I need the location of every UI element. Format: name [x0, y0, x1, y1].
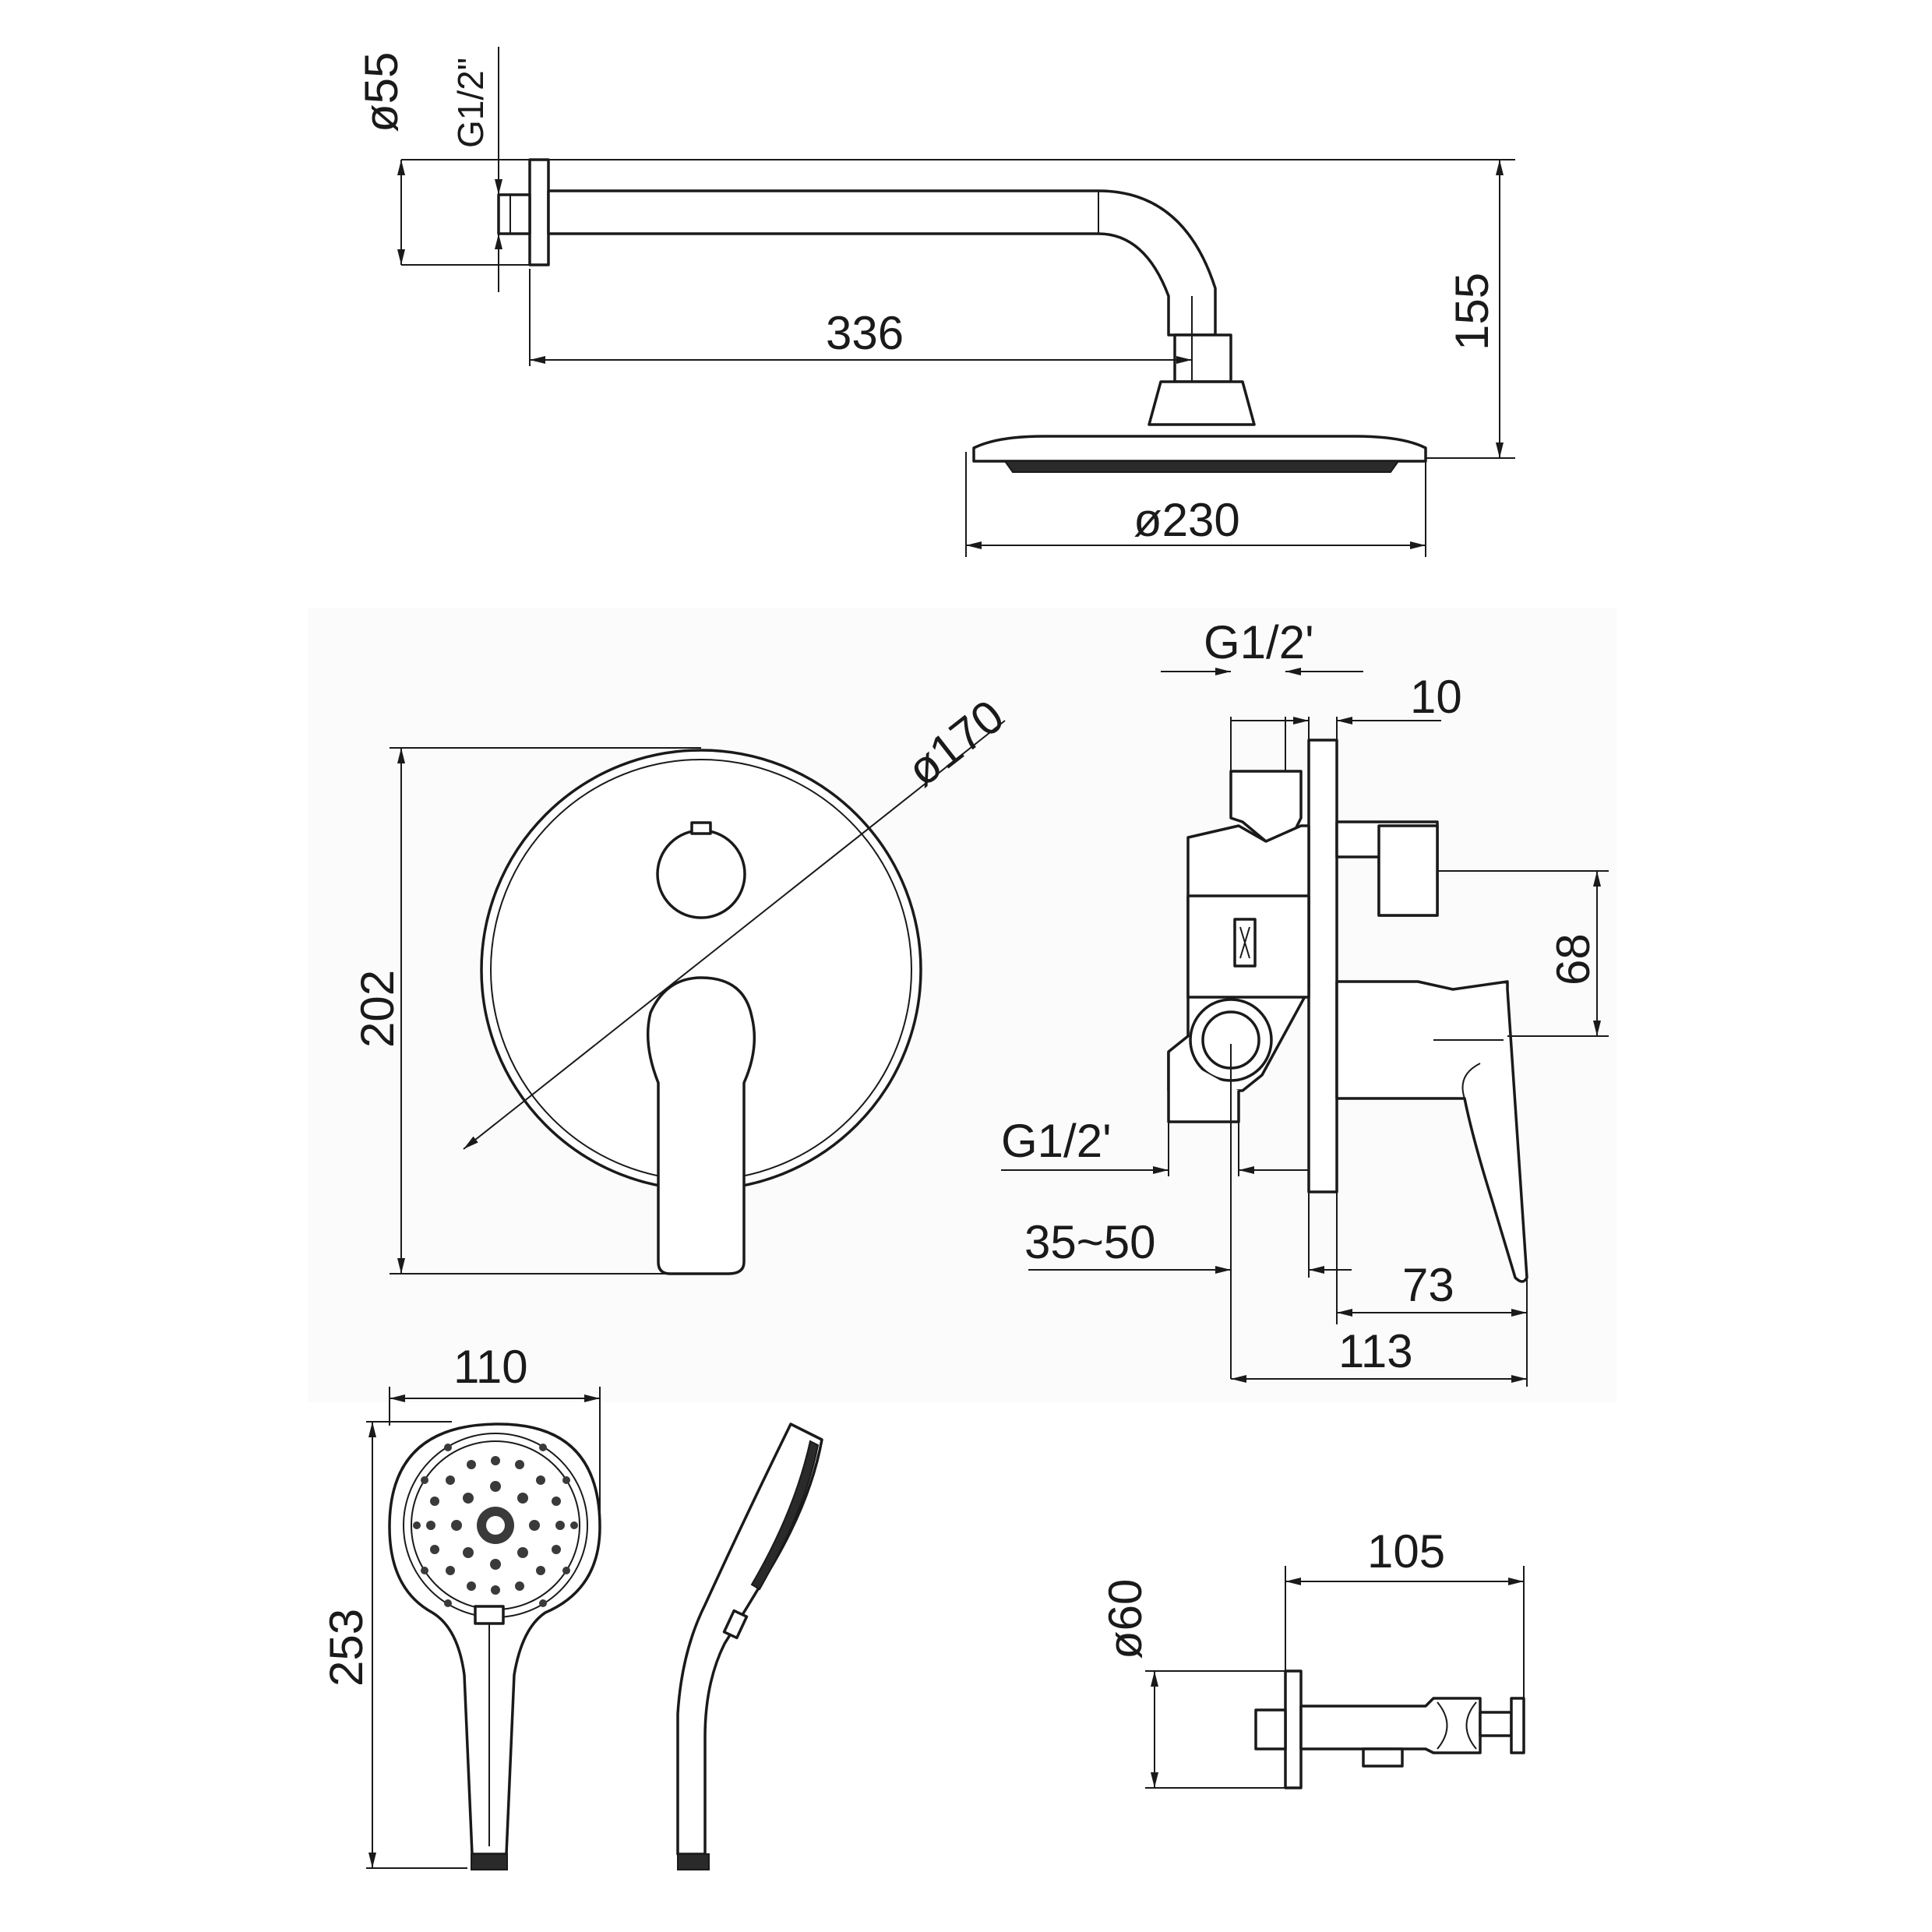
side-spray-selector — [722, 1609, 749, 1640]
bottom-inlet — [1167, 1052, 1240, 1123]
dim-hand-length: 253 — [320, 1609, 372, 1687]
dim-arm-length: 336 — [826, 307, 904, 359]
dim-flange-diameter: ø55 — [355, 52, 407, 132]
diverter-knob — [656, 829, 746, 919]
mixer-front-view: ø170 202 — [351, 689, 1014, 1275]
dim-arm-height: 155 — [1446, 273, 1498, 351]
hand-shower-side-view — [676, 1423, 823, 1870]
dim-hand-width: 110 — [453, 1341, 528, 1393]
arm-connector-nut — [1173, 333, 1232, 383]
dim-lever-offset: 68 — [1547, 933, 1599, 985]
spout-diverter-stem — [1479, 1711, 1513, 1737]
shower-arm — [547, 189, 1217, 337]
hand-side-nozzles — [750, 1440, 820, 1591]
dim-mixer-top-thread: G1/2' — [1204, 616, 1314, 668]
shower-head-nozzles — [1003, 460, 1400, 473]
spout-diverter-knob — [1510, 1697, 1525, 1754]
dim-install-depth: 35~50 — [1024, 1216, 1156, 1268]
hand-hose-nut — [471, 1853, 508, 1870]
shower-head-disc — [972, 435, 1427, 463]
dim-head-diameter: ø230 — [1133, 494, 1240, 546]
hand-spray-nozzles — [413, 1444, 578, 1607]
head-swivel — [1148, 380, 1256, 426]
hand-shower-front-view: 110 253 — [320, 1341, 601, 1870]
dim-spout-diameter: ø60 — [1099, 1579, 1151, 1659]
mixer-wall-plate — [1307, 739, 1338, 1193]
spout-body — [1299, 1697, 1482, 1754]
spout-outlet — [1362, 1747, 1404, 1768]
shower-arm-view: ø55 G1/2" 336 155 ø230 — [355, 47, 1515, 557]
dim-plate-thickness: 10 — [1410, 671, 1462, 723]
spray-selector — [474, 1605, 505, 1625]
spout-wall-flange — [1284, 1669, 1303, 1789]
arm-thread-stub — [497, 193, 531, 235]
diverter-knob-notch — [690, 821, 712, 835]
dim-lever-projection: 73 — [1402, 1259, 1454, 1311]
bath-spout-view: ø60 105 — [1099, 1525, 1525, 1789]
hand-side-hose-nut — [677, 1853, 710, 1870]
dim-mixer-bottom-thread: G1/2' — [1001, 1115, 1112, 1167]
diverter-knob-cap — [1377, 824, 1439, 917]
dim-total-depth: 113 — [1338, 1325, 1413, 1377]
dim-line-plate-diameter — [463, 720, 1006, 1150]
wall-flange — [528, 158, 550, 266]
dim-arm-thread: G1/2" — [450, 58, 491, 148]
mixer-side-view: G1/2' 10 68 G1/2' 35~50 73 113 — [1001, 616, 1609, 1387]
spout-thread-stub — [1254, 1708, 1287, 1750]
mixer-lever-front — [646, 976, 756, 1275]
dim-spout-length: 105 — [1367, 1525, 1445, 1578]
dim-plate-height: 202 — [351, 970, 404, 1048]
